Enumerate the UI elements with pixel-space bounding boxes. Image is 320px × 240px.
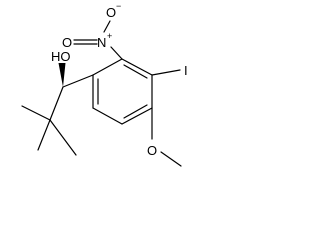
nitro-minus-charge: −	[116, 1, 121, 11]
bond-carbinol-to-quaternary-c	[49, 86, 64, 121]
nitro-plus-charge: +	[107, 31, 112, 41]
ring-bond-c3-c4	[121, 107, 153, 125]
bond-ether-o-to-methyl	[160, 151, 182, 167]
hydroxyl-label: HO	[51, 49, 71, 64]
bond-ring-to-nitro-n	[110, 46, 123, 60]
nitro-nitrogen-label: N	[97, 35, 106, 50]
bond-quaternary-c-to-methyl-right	[49, 119, 77, 156]
methoxy-substituent: O	[147, 107, 182, 167]
ring-double-bond-c1-c2	[123, 64, 148, 79]
ring-bond-c6-c1	[92, 58, 123, 76]
carbinol-side-chain: HO	[21, 49, 94, 156]
nitro-oxygen-left-label: O	[62, 35, 72, 50]
ring-bond-c1-c2	[121, 58, 153, 76]
ring-bond-c4-c5	[92, 107, 123, 125]
bond-nitro-n-to-top-o	[103, 20, 111, 33]
iodine-label: I	[184, 63, 188, 78]
molecule-structure: N + O − O I O HO	[21, 1, 188, 167]
ring-double-bond-c3-c4	[123, 104, 148, 119]
iodo-substituent: I	[151, 63, 188, 78]
bond-ring-to-carbinol	[62, 74, 94, 88]
wedge-bond-carbinol-to-oh	[58, 63, 66, 87]
bond-quaternary-c-to-methyl-left	[21, 105, 51, 121]
benzene-ring	[92, 58, 153, 125]
bond-ring-to-iodine	[151, 69, 181, 76]
nitro-oxygen-top-label: O	[106, 5, 116, 20]
ether-oxygen-label: O	[147, 143, 157, 158]
bond-quaternary-c-to-methyl-down	[37, 119, 51, 151]
nitro-group: N + O − O	[62, 1, 123, 60]
